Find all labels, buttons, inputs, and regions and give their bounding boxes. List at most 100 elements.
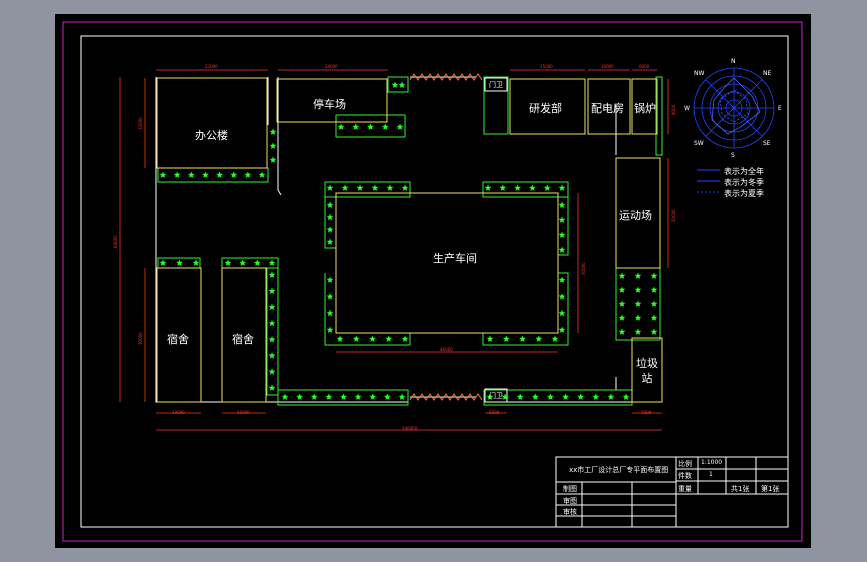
- title-block-reviewer: 审核: [563, 508, 577, 516]
- shrub: [268, 319, 276, 327]
- shrub: [618, 314, 626, 321]
- gate-house-top: [484, 77, 508, 92]
- gates: [409, 73, 483, 401]
- label-office: 办公楼: [195, 129, 228, 142]
- shrub: [519, 335, 526, 342]
- rnd-building: [509, 78, 586, 135]
- dim-boiler-w: 6000: [639, 64, 650, 69]
- shrub: [337, 123, 345, 130]
- dim-parking-w: 24000: [325, 64, 338, 69]
- shrub: [558, 201, 566, 208]
- dim-office-w: 23000: [205, 64, 218, 69]
- dim-sports-h: 20000: [671, 209, 676, 222]
- shrub: [558, 293, 566, 300]
- office-building: [156, 77, 268, 169]
- shrub: [384, 393, 391, 400]
- gate-bottom: [409, 393, 483, 401]
- power-room: [587, 78, 631, 135]
- shrub: [486, 393, 494, 400]
- shrub: [577, 393, 584, 400]
- title-block-scale-label: 比例: [678, 460, 692, 468]
- shrub: [634, 300, 642, 307]
- shrub: [159, 259, 167, 266]
- dimension-lines: [119, 69, 669, 431]
- drawing-sheet: [55, 14, 811, 548]
- shrub: [391, 81, 399, 88]
- dim-dorm1-w: 10000: [172, 410, 185, 415]
- shrub: [558, 276, 566, 283]
- title-block-designer: 制图: [563, 485, 577, 493]
- shrub: [558, 309, 566, 317]
- dim-garbage-w: 7000: [641, 410, 652, 415]
- label-garbage: 垃圾站: [636, 357, 658, 385]
- shrub: [268, 336, 276, 343]
- shrub: [396, 123, 404, 130]
- shrub: [176, 259, 183, 266]
- shrub: [622, 393, 630, 400]
- shrub: [258, 171, 266, 178]
- title-block-count-label: 件数: [678, 472, 692, 480]
- shrub: [618, 286, 626, 293]
- shrub: [269, 156, 277, 163]
- shrub: [268, 271, 276, 278]
- compass-n: N: [731, 58, 736, 65]
- shrub: [371, 184, 379, 191]
- shrub: [618, 272, 626, 279]
- shrub: [188, 171, 195, 178]
- shrub: [650, 286, 658, 293]
- shrub: [326, 184, 334, 191]
- gate-top: [409, 73, 483, 81]
- shrub: [592, 393, 600, 400]
- shrub: [216, 171, 223, 178]
- shrub: [254, 259, 261, 266]
- shrub: [159, 171, 167, 178]
- workshop: [335, 192, 559, 334]
- shrub: [173, 171, 181, 178]
- gate-house-bottom: [484, 388, 508, 403]
- label-workshop: 生产车间: [433, 252, 477, 265]
- shrub: [401, 335, 409, 342]
- shrub: [268, 352, 276, 359]
- title-block: [555, 456, 789, 528]
- dim-dorm-h: 30000: [138, 332, 143, 345]
- dim-total-w: 106000: [402, 426, 418, 431]
- title-block-count-value: 1: [709, 471, 713, 478]
- shrub: [502, 335, 510, 342]
- shrub: [268, 287, 276, 294]
- dim-power-w: 10000: [601, 64, 614, 69]
- shrub: [326, 309, 334, 317]
- shrub: [352, 123, 360, 130]
- shrub: [516, 393, 524, 400]
- shrub: [650, 272, 658, 279]
- shrub: [551, 335, 559, 342]
- shrub: [230, 171, 237, 178]
- dim-rnd-w: 15000: [540, 64, 553, 69]
- shrub: [562, 393, 569, 400]
- shrub: [650, 328, 658, 335]
- title-block-weight-label: 重量: [678, 485, 692, 493]
- label-gate-top: 门卫: [489, 81, 503, 89]
- shrub: [269, 128, 277, 135]
- shrub: [547, 393, 554, 400]
- shrub: [486, 335, 494, 342]
- shrub: [529, 184, 536, 191]
- label-dorm-1: 宿舍: [167, 333, 189, 346]
- shrub: [558, 326, 566, 333]
- shrub: [268, 303, 276, 311]
- shrub: [340, 393, 347, 400]
- compass-w: W: [684, 105, 690, 112]
- dim-dorm2-w: 10000: [237, 410, 250, 415]
- label-power-room: 配电房: [591, 102, 624, 115]
- greenery: [159, 81, 658, 400]
- shrub: [381, 123, 389, 130]
- shrub: [607, 393, 615, 400]
- shrub: [326, 226, 334, 233]
- shrub: [239, 259, 246, 266]
- compass-se: SE: [763, 140, 771, 147]
- shrub: [634, 314, 642, 321]
- shrub: [618, 328, 626, 335]
- dorm-1: [156, 267, 202, 403]
- shrub: [268, 384, 276, 391]
- shrub: [224, 259, 232, 266]
- label-parking: 停车场: [313, 98, 346, 111]
